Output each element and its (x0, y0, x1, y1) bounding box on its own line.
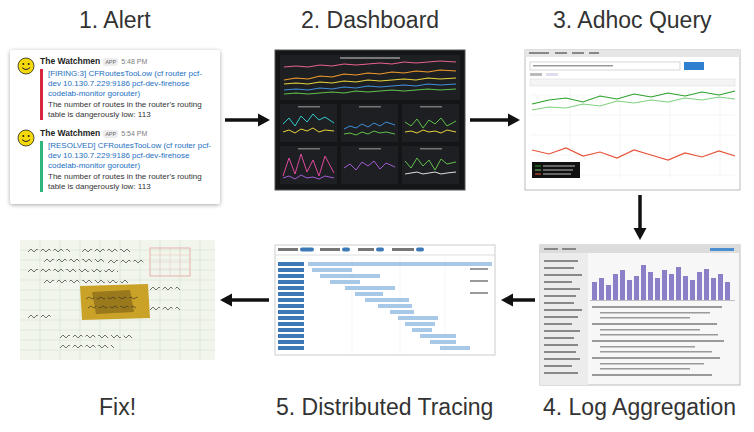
step-node: 1. AlertThe WatchmenAPP5:48 PM[FIRING:3]… (10, 5, 220, 204)
alert-title: [RESOLVED] CFRoutesTooLow (cf router pcf… (48, 141, 214, 171)
step-title: 5. Distributed Tracing (276, 392, 493, 422)
alert-title: [FIRING:3] CFRoutesTooLow (cf router pcf… (48, 69, 214, 99)
arrow-shaft (230, 298, 269, 302)
step-node: 3. Adhoc Query (525, 5, 740, 190)
bot-avatar (17, 57, 35, 75)
step-title: 4. Log Aggregation (543, 392, 736, 422)
timestamp: 5:48 PM (121, 56, 147, 67)
notebook-sketch (20, 240, 215, 360)
alert-text: The number of routes in the router's rou… (48, 100, 214, 120)
screenshot-panel (275, 50, 465, 190)
message-header: The WatchmenAPP5:54 PM (40, 128, 214, 139)
flow-arrow (220, 294, 269, 307)
sender-name: The Watchmen (40, 128, 100, 139)
app-badge: APP (103, 130, 118, 138)
flow-arrow (634, 195, 647, 240)
alert-text: The number of routes in the router's rou… (48, 172, 214, 192)
arrow-head (508, 114, 520, 127)
bot-avatar (17, 129, 35, 147)
dashboard-screenshot (275, 50, 465, 190)
chat-message: The WatchmenAPP5:48 PM [FIRING:3] CFRoute… (14, 56, 214, 120)
alert-attachment: [FIRING:3] CFRoutesTooLow (cf router pcf… (40, 69, 214, 120)
logs-screenshot (540, 245, 740, 385)
screenshot-panel: The WatchmenAPP5:48 PM[FIRING:3] CFRoute… (10, 50, 220, 204)
arrow-head (634, 228, 647, 240)
step-node: 4. Log Aggregation (540, 245, 740, 424)
query-screenshot (525, 50, 740, 190)
app-badge: APP (103, 58, 118, 66)
step-node: Fix! (20, 240, 215, 424)
step-title: 2. Dashboard (301, 5, 439, 35)
step-title: 3. Adhoc Query (553, 5, 712, 35)
arrow-shaft (511, 298, 535, 302)
screenshot-panel (525, 50, 740, 190)
flow-arrow (225, 114, 270, 127)
chat-message: The WatchmenAPP5:54 PM [RESOLVED] CFRoute… (14, 128, 214, 192)
arrow-head (220, 294, 232, 307)
message-header: The WatchmenAPP5:48 PM (40, 56, 214, 67)
arrow-shaft (638, 195, 642, 230)
screenshot-panel (540, 245, 740, 385)
sender-name: The Watchmen (40, 56, 100, 67)
flow-arrow (470, 114, 520, 127)
screenshot-panel (20, 240, 215, 360)
arrow-head (501, 294, 513, 307)
step-title: Fix! (99, 392, 136, 422)
flow-arrow (501, 294, 535, 307)
step-title: 1. Alert (79, 5, 151, 35)
screenshot-panel (275, 245, 495, 355)
arrow-head (258, 114, 270, 127)
tracing-screenshot (275, 245, 495, 355)
timestamp: 5:54 PM (121, 128, 147, 139)
step-node: 5. Distributed Tracing (274, 245, 496, 424)
arrow-shaft (470, 118, 510, 122)
arrow-shaft (225, 118, 260, 122)
alert-attachment: [RESOLVED] CFRoutesTooLow (cf router pcf… (40, 141, 214, 192)
step-node: 2. Dashboard (275, 5, 465, 190)
